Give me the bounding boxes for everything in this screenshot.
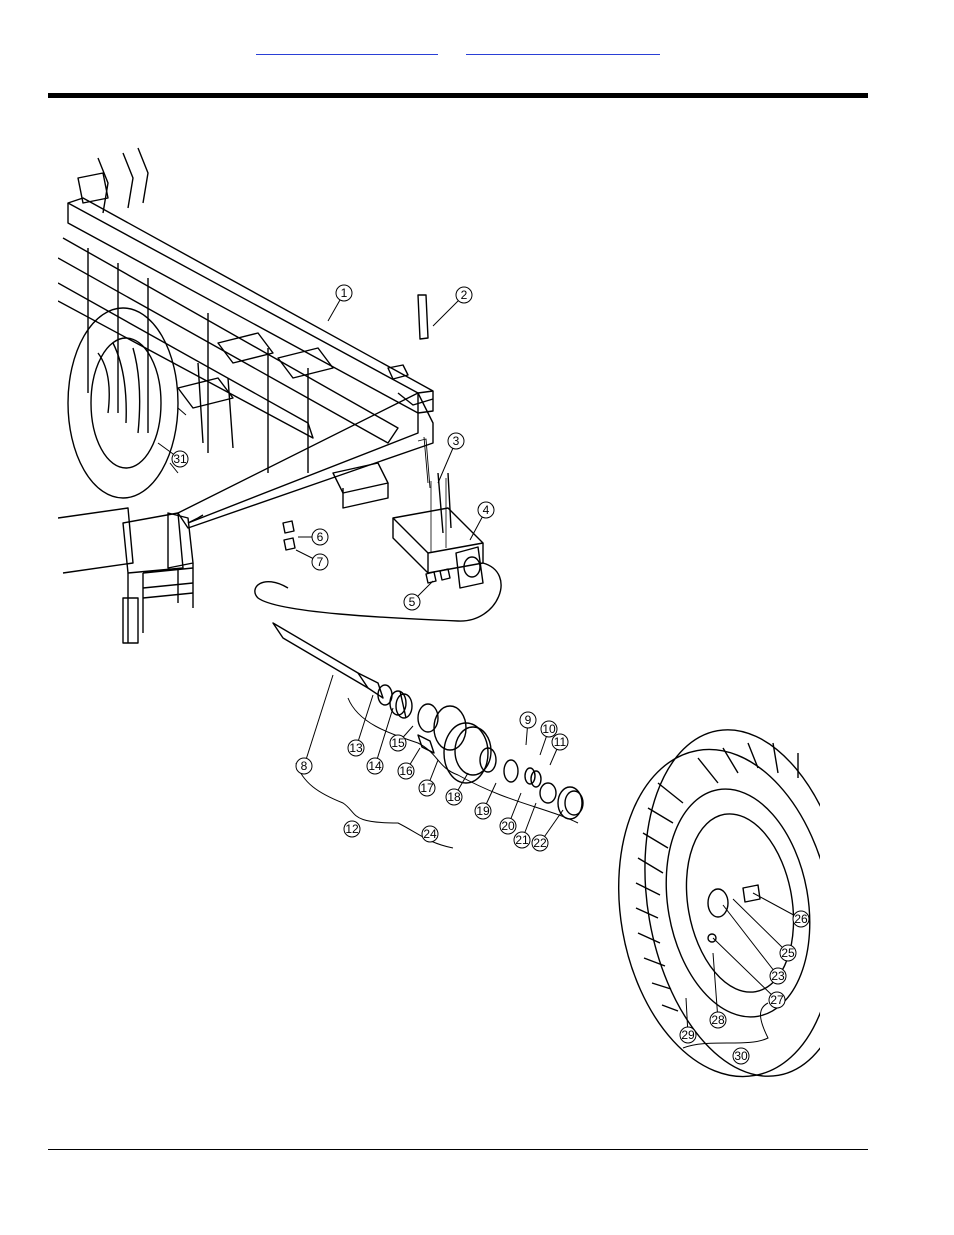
callout-leader-8 bbox=[304, 675, 333, 766]
callout-number-2: 2 bbox=[461, 288, 468, 302]
callout-number-21: 21 bbox=[515, 833, 529, 847]
callout-number-10: 10 bbox=[542, 722, 556, 736]
callout-number-18: 18 bbox=[447, 790, 461, 804]
callout-number-1: 1 bbox=[341, 286, 348, 300]
callout-number-14: 14 bbox=[368, 759, 382, 773]
callout-number-19: 19 bbox=[476, 804, 490, 818]
callout-number-25: 25 bbox=[781, 946, 795, 960]
callout-leader-14 bbox=[375, 708, 393, 766]
callout-number-23: 23 bbox=[771, 969, 785, 983]
top-links bbox=[0, 40, 954, 60]
callout-number-29: 29 bbox=[681, 1028, 695, 1042]
callout-number-20: 20 bbox=[501, 819, 515, 833]
callout-number-30: 30 bbox=[734, 1049, 748, 1063]
callout-number-3: 3 bbox=[453, 434, 460, 448]
callout-number-6: 6 bbox=[317, 530, 324, 544]
callout-number-26: 26 bbox=[794, 912, 808, 926]
callout-number-16: 16 bbox=[399, 764, 413, 778]
header-link-left[interactable] bbox=[256, 40, 438, 55]
callout-number-11: 11 bbox=[554, 735, 567, 749]
parts-diagram-svg: 1234567891011121314151617181920212223242… bbox=[58, 143, 820, 1078]
callout-number-28: 28 bbox=[711, 1013, 725, 1027]
callout-number-4: 4 bbox=[483, 503, 490, 517]
callout-number-27: 27 bbox=[770, 993, 784, 1007]
callout-number-9: 9 bbox=[525, 713, 532, 727]
callout-number-22: 22 bbox=[533, 836, 547, 850]
callout-leader-27 bbox=[713, 938, 777, 1000]
header-rule bbox=[48, 93, 868, 98]
frame-drawing bbox=[58, 148, 433, 643]
callout-number-13: 13 bbox=[349, 741, 363, 755]
footer-rule bbox=[48, 1149, 868, 1150]
header-link-right[interactable] bbox=[466, 40, 660, 55]
tire-drawing bbox=[594, 713, 820, 1078]
callout-number-24: 24 bbox=[423, 827, 437, 841]
callout-number-5: 5 bbox=[409, 595, 416, 609]
callout-number-15: 15 bbox=[391, 736, 405, 750]
callout-number-31: 31 bbox=[173, 452, 187, 466]
callout-number-7: 7 bbox=[317, 555, 324, 569]
callout-number-17: 17 bbox=[420, 781, 434, 795]
callout-number-8: 8 bbox=[301, 759, 308, 773]
callout-leader-28 bbox=[713, 953, 718, 1020]
callout-number-12: 12 bbox=[345, 822, 359, 836]
